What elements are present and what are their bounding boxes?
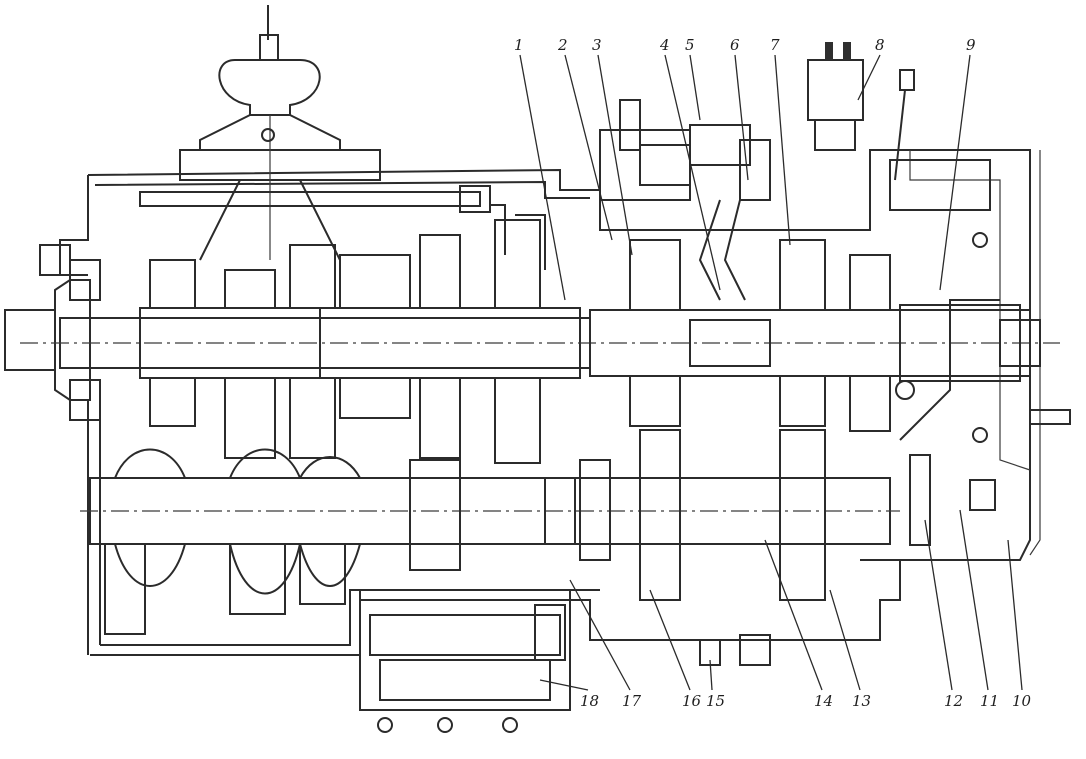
callout-label-13: 13 <box>852 692 871 710</box>
callout-label-3: 3 <box>592 36 602 54</box>
callout-label-9: 9 <box>966 36 976 54</box>
shift-lever-housing <box>179 5 381 261</box>
countershaft <box>80 429 900 635</box>
callout-label-4: 4 <box>659 36 670 54</box>
main-shaft <box>20 307 1060 379</box>
output-shaft <box>589 304 1071 425</box>
callout-label-7: 7 <box>770 36 780 54</box>
callout-label-10: 10 <box>1012 692 1032 710</box>
callout-leaders <box>519 54 1023 691</box>
gearbox-housing <box>59 149 1041 656</box>
main-shaft-gears <box>149 219 541 464</box>
input-flange <box>4 244 101 421</box>
shift-rod <box>139 185 546 270</box>
callout-label-12: 12 <box>944 692 963 710</box>
callout-label-1: 1 <box>514 36 524 54</box>
callout-label-15: 15 <box>706 692 725 710</box>
callout-label-6: 6 <box>730 36 740 54</box>
callout-label-14: 14 <box>814 692 833 710</box>
callout-label-11: 11 <box>980 692 999 710</box>
callout-label-17: 17 <box>622 692 642 710</box>
top-fittings <box>599 42 991 301</box>
reverse-idler-housing <box>359 589 771 733</box>
callout-label-16: 16 <box>682 692 702 710</box>
callout-label-2: 2 <box>557 36 568 54</box>
callout-label-5: 5 <box>685 36 695 54</box>
callout-numbers: 1 2 3 4 5 6 7 8 9 10 11 12 13 14 15 16 1… <box>514 36 1032 710</box>
callout-label-18: 18 <box>580 692 599 710</box>
rear-gears <box>629 232 1000 546</box>
callout-label-8: 8 <box>875 36 885 54</box>
